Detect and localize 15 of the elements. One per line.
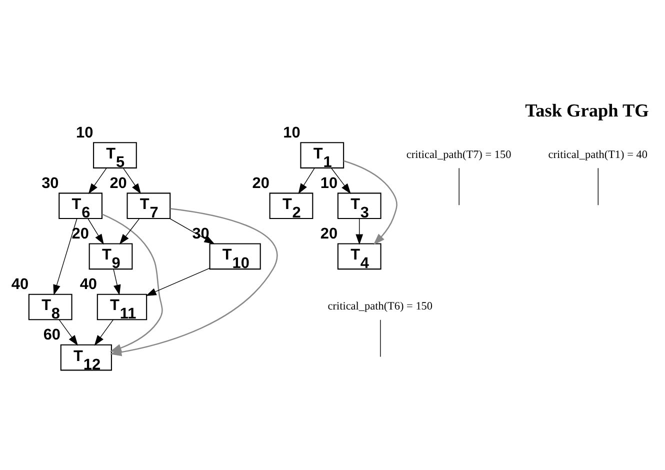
node-label: 40	[80, 276, 98, 294]
node-text: critical_path(T7) = 150	[406, 148, 512, 161]
node-label: 20	[110, 175, 127, 192]
node-label: 60	[43, 326, 61, 344]
node-text: critical_path(T1) = 40	[548, 148, 648, 161]
node-label: 40	[11, 276, 29, 294]
node-label: 20	[320, 226, 338, 243]
node-label: 10	[320, 175, 338, 192]
diagram-title: Task Graph TG	[525, 100, 649, 121]
node-label: 10	[76, 124, 94, 142]
node-label: 10	[283, 124, 300, 142]
node-label: 20	[72, 226, 89, 243]
node-label: 20	[252, 175, 270, 192]
node-text: critical_path(T6) = 150	[328, 300, 433, 313]
node-label: 30	[42, 175, 59, 192]
